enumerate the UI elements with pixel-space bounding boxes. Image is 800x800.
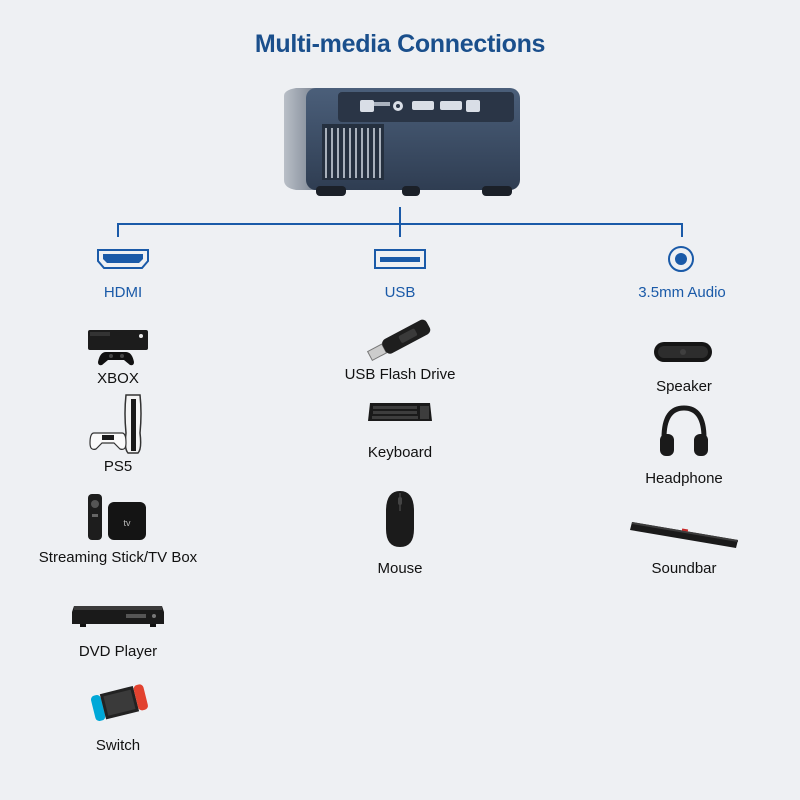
soundbar-icon bbox=[630, 516, 740, 552]
xbox-console-icon bbox=[86, 328, 152, 368]
hdmi-port-icon bbox=[97, 249, 149, 269]
item-label-headphone: Headphone bbox=[574, 470, 794, 487]
projector-image bbox=[276, 82, 526, 198]
speaker-icon bbox=[652, 340, 714, 364]
headphone-icon bbox=[658, 404, 710, 460]
item-label-soundbar: Soundbar bbox=[574, 560, 794, 577]
item-label-switch: Switch bbox=[8, 737, 228, 754]
dvd-player-icon bbox=[70, 600, 166, 630]
keyboard-icon bbox=[366, 399, 434, 425]
category-label-audio: 3.5mm Audio bbox=[602, 284, 762, 301]
nintendo-switch-icon bbox=[86, 678, 150, 724]
item-label-ps5: PS5 bbox=[8, 458, 228, 475]
audio-jack-icon bbox=[667, 245, 695, 273]
page-title: Multi-media Connections bbox=[0, 30, 800, 59]
item-label-xbox: XBOX bbox=[8, 370, 228, 387]
tv-box-icon: tv bbox=[84, 492, 150, 544]
category-label-usb: USB bbox=[320, 284, 480, 301]
item-label-speaker: Speaker bbox=[574, 378, 794, 395]
connector-usb bbox=[399, 223, 401, 237]
svg-text:tv: tv bbox=[123, 518, 131, 528]
connector-hdmi bbox=[117, 223, 119, 237]
item-label-usb-flash-drive: USB Flash Drive bbox=[290, 366, 510, 383]
mouse-icon bbox=[382, 489, 418, 551]
category-label-hdmi: HDMI bbox=[43, 284, 203, 301]
ps5-console-icon bbox=[88, 393, 150, 455]
item-label-keyboard: Keyboard bbox=[290, 444, 510, 461]
item-label-dvd-player: DVD Player bbox=[8, 643, 228, 660]
item-label-tv-box: Streaming Stick/TV Box bbox=[8, 549, 228, 566]
usb-port-icon bbox=[374, 249, 426, 269]
item-label-mouse: Mouse bbox=[290, 560, 510, 577]
connector-audio bbox=[681, 223, 683, 237]
usb-flash-drive-icon bbox=[364, 318, 436, 362]
